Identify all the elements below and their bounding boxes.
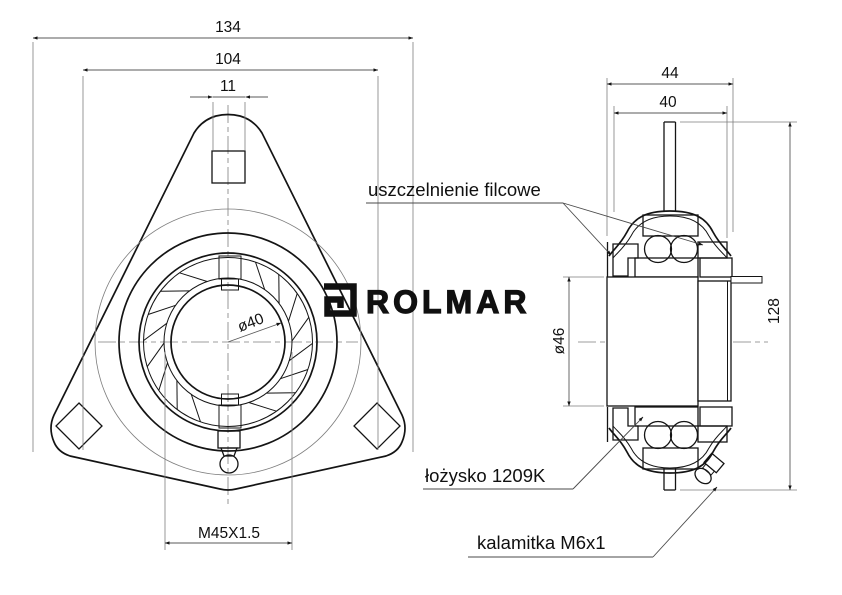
logo: ROLMAR xyxy=(324,283,530,321)
dim-sleeve-diameter-text: ø46 xyxy=(551,328,568,355)
dimension-thread: M45X1.5 xyxy=(164,352,293,550)
housing-dome-bottom-inner xyxy=(612,425,728,469)
grease-nipple-side xyxy=(694,452,725,485)
dimension-slot-width: 11 xyxy=(190,78,268,150)
housing-dome-bottom-outer xyxy=(608,427,732,474)
dim-thread-text: M45X1.5 xyxy=(198,525,260,542)
dim-bore-text: ø40 xyxy=(235,310,266,336)
dimension-bolt-spacing: 104 xyxy=(82,51,379,450)
dimension-overall-height: 128 xyxy=(680,121,797,491)
left-diamond-hole xyxy=(55,402,103,450)
cage-joint-bottom-inner xyxy=(221,393,239,406)
housing-dome-top-inner xyxy=(612,215,728,259)
top-bearing-section xyxy=(606,210,733,278)
side-view: 44 40 128 ø46 xyxy=(551,65,797,491)
callout-grease-nipple: kalamitka M6x1 xyxy=(468,486,718,558)
cage-joint-bottom xyxy=(218,404,242,429)
grease-nipple-label: kalamitka M6x1 xyxy=(477,532,606,553)
cage-joint-top-inner xyxy=(221,278,239,291)
dimension-overall-depth: 44 xyxy=(606,65,734,236)
sleeve-nut-bottom xyxy=(699,406,733,427)
dim-overall-height-text: 128 xyxy=(766,298,783,324)
flange-outline xyxy=(50,113,406,491)
top-square-slot xyxy=(211,150,246,184)
bottom-stud xyxy=(663,468,677,491)
callout-felt-seal: uszczelnienie filcowe xyxy=(366,179,704,256)
rolmar-logo-text: ROLMAR xyxy=(366,284,530,320)
top-stud xyxy=(663,121,677,212)
sleeve-nut-top xyxy=(699,257,733,278)
dim-overall-width-text: 134 xyxy=(215,19,241,36)
inner-ring-bottom xyxy=(634,406,699,427)
locking-pin xyxy=(730,276,763,284)
housing-dome-top-outer xyxy=(608,210,732,257)
adapter-sleeve-band xyxy=(697,280,732,402)
callouts: uszczelnienie filcowe łożysko 1209K kala… xyxy=(366,179,718,558)
felt-seal-top-left xyxy=(612,243,639,277)
inner-ring-circle xyxy=(163,277,293,407)
right-diamond-hole xyxy=(353,402,401,450)
felt-seal-bottom-right xyxy=(697,425,728,443)
ball-bottom-left xyxy=(643,420,673,450)
bearing-label: łożysko 1209K xyxy=(425,465,546,486)
dimension-housing-depth: 40 xyxy=(613,94,728,238)
outer-ring-bottom xyxy=(642,447,699,470)
housing-boss-circle xyxy=(94,208,362,476)
felt-seal-label: uszczelnienie filcowe xyxy=(368,179,541,200)
dim-overall-depth-text: 44 xyxy=(661,65,679,82)
dim-bolt-spacing-text: 104 xyxy=(215,51,241,68)
bottom-bearing-section xyxy=(606,406,733,485)
cage-joint-top xyxy=(218,255,242,280)
shaft-sleeve xyxy=(606,276,699,407)
dim-slot-width-text: 11 xyxy=(220,78,236,95)
outer-ring-top xyxy=(642,214,699,237)
outer-ring-inner-circle xyxy=(143,257,313,427)
dimension-bore: ø40 xyxy=(227,310,282,343)
front-view: 134 104 11 M45X1.5 ø40 xyxy=(32,19,414,550)
inner-ring-top xyxy=(634,257,699,278)
grease-nipple-front xyxy=(217,430,241,474)
housing-dome-circle xyxy=(118,232,338,452)
felt-seal-bottom-left xyxy=(612,407,639,441)
bearing-cage-lines xyxy=(143,261,313,423)
rolmar-logo-icon xyxy=(324,283,357,317)
dimension-sleeve-diameter: ø46 xyxy=(551,276,604,407)
dimension-overall-width: 134 xyxy=(32,19,414,452)
dim-housing-depth-text: 40 xyxy=(659,94,677,111)
bore-circle xyxy=(170,284,286,400)
ball-top-left xyxy=(643,234,673,264)
callout-bearing: łożysko 1209K xyxy=(423,416,644,490)
